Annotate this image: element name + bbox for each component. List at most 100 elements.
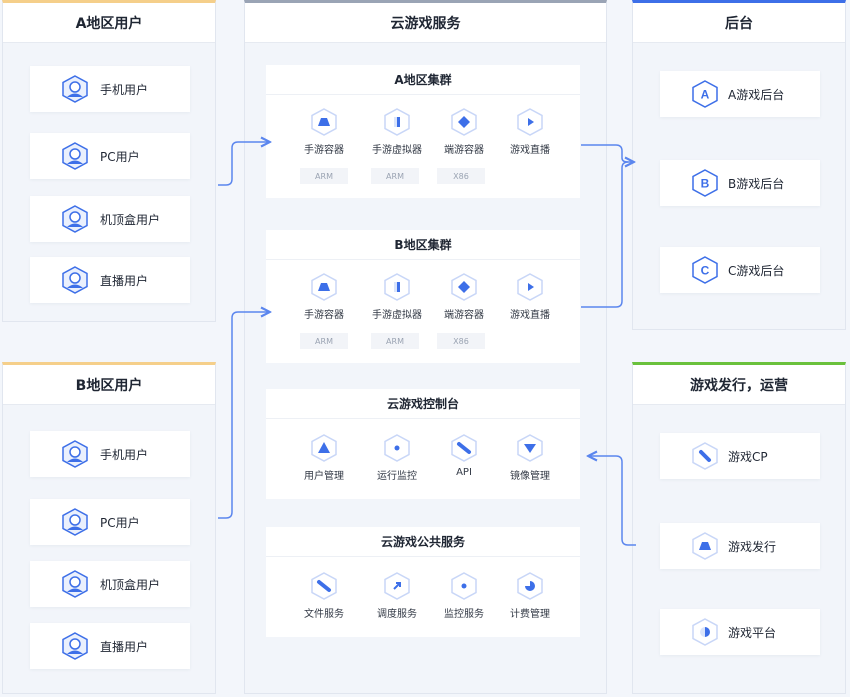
panel-title: 云游戏服务 [245, 3, 606, 43]
item-label: 手游虚拟器 [372, 145, 422, 156]
user-avatar-icon [62, 570, 88, 598]
item-label: API [456, 467, 472, 478]
hex-letter: C [701, 264, 710, 278]
image-management-item[interactable]: 镜像管理 [495, 433, 565, 482]
game-release-icon [692, 532, 718, 560]
user-card-mobile[interactable]: 手机用户 [30, 431, 190, 477]
mobile-container-icon [311, 273, 337, 301]
user-avatar-icon [62, 205, 88, 233]
game-live-item[interactable]: 游戏直播 [495, 272, 565, 321]
arch-tag: X86 [437, 333, 485, 349]
user-card-label: 机顶盒用户 [100, 577, 161, 592]
arch-tag: ARM [300, 333, 348, 349]
user-avatar-icon [62, 440, 88, 468]
cluster-title: 云游戏公共服务 [266, 527, 580, 557]
user-avatar-icon [62, 266, 88, 294]
arch-tag: ARM [371, 333, 419, 349]
item-label: 文件服务 [304, 609, 344, 620]
user-card-live[interactable]: 直播用户 [30, 623, 190, 669]
user-card-mobile[interactable]: 手机用户 [30, 66, 190, 112]
publish-card-release[interactable]: 游戏发行 [660, 523, 820, 569]
service-panel: 云游戏服务 A地区集群 手游容器 手游虚拟器 端游容器 游戏直播 ARM ARM… [244, 0, 607, 694]
hex-letter: B [701, 177, 710, 191]
image-management-icon [517, 434, 543, 462]
publish-panel: 游戏发行，运营 游戏CP 游戏发行 游戏平台 [632, 362, 846, 694]
cluster-b: B地区集群 手游容器 手游虚拟器 端游容器 游戏直播 ARM ARM X86 [266, 230, 580, 363]
file-service-icon [311, 572, 337, 600]
cluster-a: A地区集群 手游容器 手游虚拟器 端游容器 游戏直播 ARM ARM X86 [266, 65, 580, 198]
game-platform-icon [692, 618, 718, 646]
item-label: 手游虚拟器 [372, 310, 422, 321]
user-management-item[interactable]: 用户管理 [289, 433, 359, 482]
runtime-monitor-item[interactable]: 运行监控 [362, 433, 432, 482]
publish-label: 游戏CP [728, 449, 768, 464]
user-card-label: 手机用户 [100, 447, 149, 462]
panel-title: B地区用户 [3, 365, 215, 405]
monitor-icon [384, 434, 410, 462]
user-avatar-icon [62, 142, 88, 170]
user-card-label: 直播用户 [100, 639, 149, 654]
user-card-label: PC用户 [100, 515, 140, 530]
item-label: 端游容器 [444, 310, 484, 321]
mobile-emulator-icon [384, 108, 410, 136]
mobile-container-item[interactable]: 手游容器 [289, 107, 359, 156]
play-icon [517, 273, 543, 301]
backend-label: C游戏后台 [728, 263, 785, 278]
user-card-label: 机顶盒用户 [100, 212, 161, 227]
play-icon [517, 108, 543, 136]
backend-label: B游戏后台 [728, 176, 785, 191]
pc-container-item[interactable]: 端游容器 [429, 272, 499, 321]
user-card-live[interactable]: 直播用户 [30, 257, 190, 303]
cluster-title: A地区集群 [266, 65, 580, 95]
publish-label: 游戏发行 [728, 539, 777, 554]
user-card-pc[interactable]: PC用户 [30, 133, 190, 179]
backend-panel: 后台 A A游戏后台 B B游戏后台 C C游戏后台 [632, 0, 846, 330]
item-label: 手游容器 [304, 145, 344, 156]
item-label: 端游容器 [444, 145, 484, 156]
mobile-emulator-item[interactable]: 手游虚拟器 [362, 107, 432, 156]
console-section: 云游戏控制台 用户管理 运行监控 API 镜像管理 [266, 389, 580, 499]
game-cp-icon [692, 442, 718, 470]
item-label: 用户管理 [304, 471, 344, 482]
mobile-emulator-icon [384, 273, 410, 301]
user-card-label: 直播用户 [100, 273, 149, 288]
item-label: 调度服务 [377, 609, 417, 620]
backend-label: A游戏后台 [728, 87, 785, 102]
panel-title: A地区用户 [3, 3, 215, 43]
item-label: 镜像管理 [510, 471, 550, 482]
user-management-icon [311, 434, 337, 462]
user-avatar-icon [62, 75, 88, 103]
item-label: 计费管理 [510, 609, 550, 620]
api-icon [451, 434, 477, 462]
item-label: 运行监控 [377, 471, 417, 482]
item-label: 手游容器 [304, 310, 344, 321]
cluster-title: B地区集群 [266, 230, 580, 260]
backend-card-b[interactable]: B B游戏后台 [660, 160, 820, 206]
user-avatar-icon [62, 508, 88, 536]
mobile-container-item[interactable]: 手游容器 [289, 272, 359, 321]
hex-letter: A [701, 88, 710, 102]
letter-hex-icon: C [692, 256, 718, 284]
publish-card-platform[interactable]: 游戏平台 [660, 609, 820, 655]
monitoring-service-item[interactable]: 监控服务 [429, 571, 499, 620]
pc-container-item[interactable]: 端游容器 [429, 107, 499, 156]
user-card-pc[interactable]: PC用户 [30, 499, 190, 545]
user-card-settop[interactable]: 机顶盒用户 [30, 196, 190, 242]
file-service-item[interactable]: 文件服务 [289, 571, 359, 620]
backend-card-c[interactable]: C C游戏后台 [660, 247, 820, 293]
mobile-container-icon [311, 108, 337, 136]
user-card-settop[interactable]: 机顶盒用户 [30, 561, 190, 607]
letter-hex-icon: A [692, 80, 718, 108]
billing-item[interactable]: 计费管理 [495, 571, 565, 620]
cluster-title: 云游戏控制台 [266, 389, 580, 419]
backend-card-a[interactable]: A A游戏后台 [660, 71, 820, 117]
mobile-emulator-item[interactable]: 手游虚拟器 [362, 272, 432, 321]
user-panel-b: B地区用户 手机用户 PC用户 机顶盒用户 直播用户 [2, 362, 216, 694]
item-label: 监控服务 [444, 609, 484, 620]
scheduling-service-item[interactable]: 调度服务 [362, 571, 432, 620]
api-item[interactable]: API [429, 433, 499, 478]
user-panel-a: A地区用户 手机用户 PC用户 机顶盒用户 直播用户 [2, 0, 216, 322]
game-live-item[interactable]: 游戏直播 [495, 107, 565, 156]
publish-card-cp[interactable]: 游戏CP [660, 433, 820, 479]
arch-tag: ARM [300, 168, 348, 184]
